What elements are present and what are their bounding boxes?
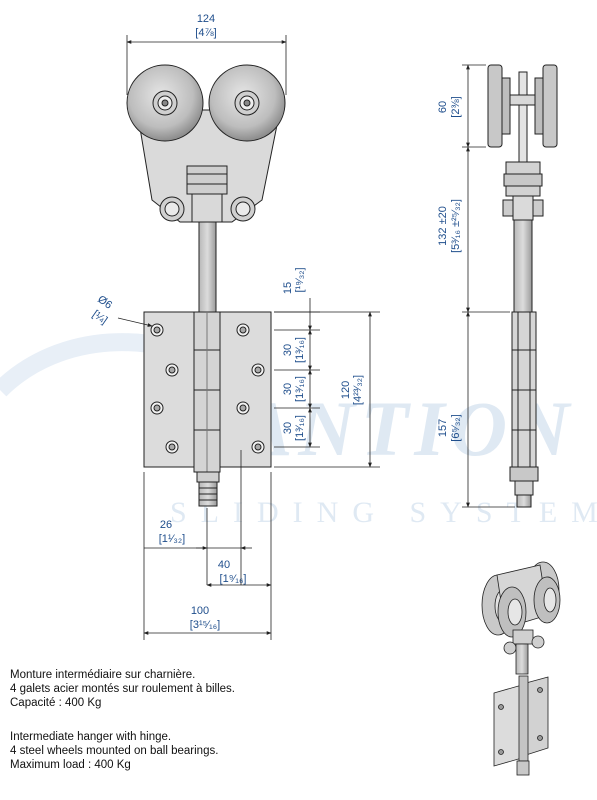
- dim-height-wheels-in: [2⅜]: [450, 96, 462, 117]
- isometric-view: [481, 561, 561, 776]
- dim-width-total-in: [4⅞]: [195, 27, 216, 39]
- dim-plate-width-in: [3¹⁵⁄₁₆]: [190, 619, 220, 631]
- plate-holes: [150, 323, 265, 454]
- dim-hole-pitch-2-in: [1³⁄₁₆]: [294, 376, 306, 402]
- side-nut-stack: [505, 161, 541, 175]
- side-view: [487, 64, 558, 508]
- description-english: Intermediate hanger with hinge. 4 steel …: [10, 730, 218, 772]
- side-wheel-right: [542, 64, 558, 148]
- side-wheel-left: [487, 64, 503, 148]
- dim-offset-1-in: [1¹⁄₃₂]: [159, 533, 185, 545]
- description-en-line: Maximum load : 400 Kg: [10, 759, 131, 771]
- dim-plate-width: 100: [191, 605, 209, 617]
- dim-plate-height-in: [4²³⁄₃₂]: [352, 375, 364, 405]
- dim-plate-top-gap: 15: [282, 282, 294, 294]
- watermark-tagline: SLIDING SYSTEMS: [170, 496, 597, 529]
- front-view: [126, 64, 286, 507]
- description-en-line: 4 steel wheels mounted on ball bearings.: [10, 745, 219, 757]
- dim-plate-top-gap-in: [¹⁹⁄₃₂]: [294, 267, 306, 292]
- side-dimension-lines: [462, 64, 515, 508]
- dim-lower-height: 157: [437, 419, 449, 437]
- dim-hole-pitch-2: 30: [282, 383, 294, 395]
- side-rod: [513, 219, 533, 313]
- description-fr-line: Monture intermédiaire sur charnière.: [10, 669, 196, 681]
- dim-lower-height-in: [6⁵⁄₃₂]: [450, 414, 462, 441]
- center-nut: [186, 165, 228, 195]
- bottom-nut: [196, 471, 220, 483]
- dim-offset-2-in: [1⁹⁄₁₆]: [220, 573, 247, 585]
- dim-plate-height: 120: [340, 381, 352, 399]
- description-en-line: Intermediate hanger with hinge.: [10, 731, 172, 743]
- dim-height-stem: 132 ±20: [437, 206, 449, 246]
- dim-hole-pitch-1-in: [1³⁄₁₆]: [294, 337, 306, 363]
- dim-offset-2: 40: [218, 559, 230, 571]
- dim-height-stem-in: [5³⁄₁₆ ±²⁵⁄₃₂]: [450, 199, 462, 253]
- front-dimension-lines: [117, 35, 380, 640]
- dim-height-wheels: 60: [437, 101, 449, 113]
- dim-offset-1: 26: [160, 519, 172, 531]
- dim-hole-pitch-3: 30: [282, 422, 294, 434]
- dim-hole-pitch-1: 30: [282, 344, 294, 356]
- dimension-labels: 124 [4⅞] 60 [2⅜] 132 ±20 [5³⁄₁₆ ±²⁵⁄₃₂] …: [90, 13, 462, 631]
- description-french: Monture intermédiaire sur charnière. 4 g…: [10, 668, 235, 710]
- dim-hole-pitch-3-in: [1³⁄₁₆]: [294, 415, 306, 441]
- description-fr-line: Capacité : 400 Kg: [10, 697, 102, 709]
- dim-width-total: 124: [197, 13, 215, 25]
- threaded-rod: [198, 221, 217, 315]
- description-fr-line: 4 galets acier montés sur roulement à bi…: [10, 683, 235, 695]
